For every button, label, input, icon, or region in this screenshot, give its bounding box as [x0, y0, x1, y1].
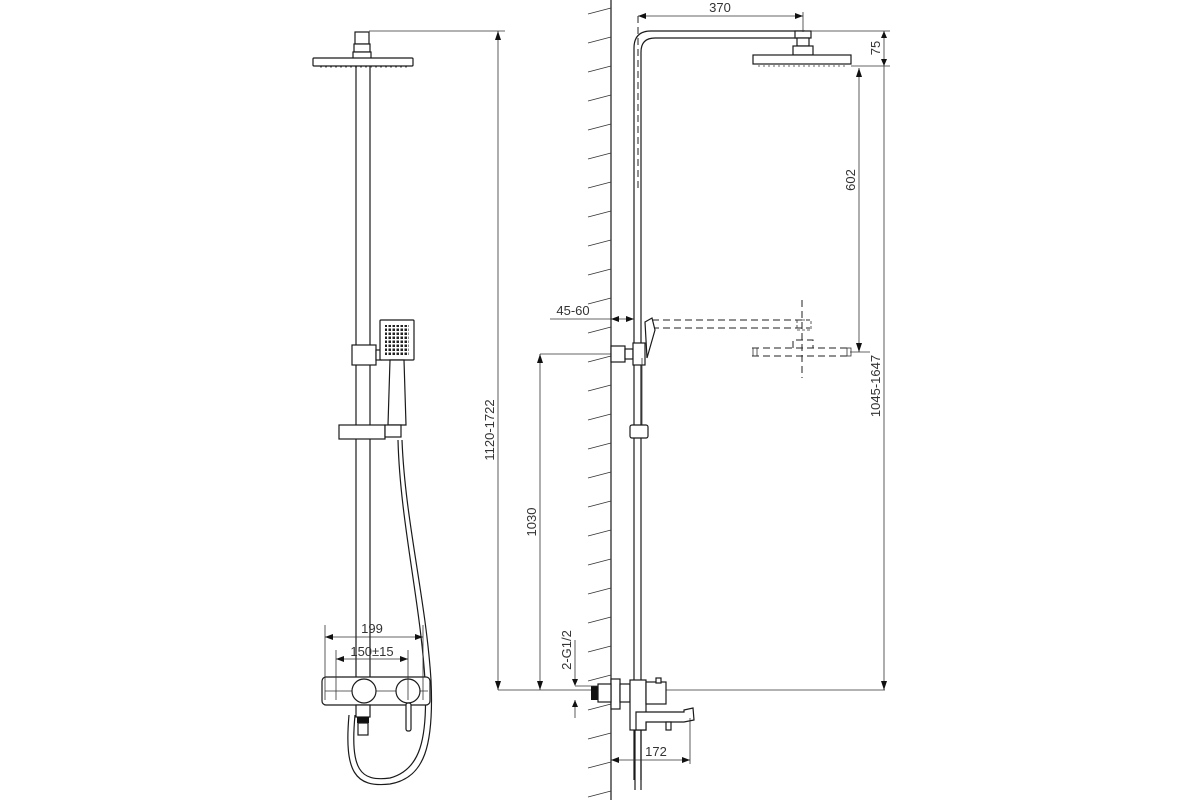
wall-hatch-line	[587, 413, 612, 421]
wall-hatch-line	[587, 442, 612, 450]
dim-bracket-height: 1030	[524, 508, 539, 537]
hand-shower-nozzles	[385, 325, 409, 355]
wall-hatch-line	[587, 529, 612, 537]
hand-shower-handle	[387, 359, 407, 426]
wall-hatch-line	[587, 790, 612, 798]
wall-hatch-line	[587, 645, 612, 653]
wall-hatch-line	[587, 558, 612, 566]
wall-hatch-line	[587, 65, 612, 73]
dim-mixer-width: 199	[361, 621, 383, 636]
wall-hatch-line	[587, 703, 612, 711]
side-rain-head	[752, 54, 852, 65]
dim-wall-clearance: 45-60	[556, 303, 589, 318]
side-hand-shower	[644, 317, 656, 359]
left-knob	[351, 678, 377, 704]
slide-holder	[338, 424, 386, 440]
dim-total-height: 1120-1722	[482, 399, 497, 460]
wall-hatch-line	[587, 500, 612, 508]
wall-hatch-line	[587, 616, 612, 624]
dim-inlet-connection: 2-G1/2	[559, 630, 574, 670]
wall-hatch-line	[587, 326, 612, 334]
front-view: 199 150±15	[312, 30, 505, 786]
head-connector	[353, 43, 371, 53]
dim-inlet-centers: 150±15	[350, 644, 393, 659]
wall-hatch-line	[587, 297, 612, 305]
wall-hatch-line	[587, 181, 612, 189]
wall	[587, 0, 612, 800]
wall-hatch-line	[587, 587, 612, 595]
wall-hatch-line	[587, 7, 612, 15]
wall-hatch-line	[587, 36, 612, 44]
dim-head-thickness: 75	[868, 41, 883, 55]
wall-hatch-line	[587, 94, 612, 102]
wall-hatch-line	[587, 239, 612, 247]
wall-hatch-line	[587, 732, 612, 740]
riser-pipe	[633, 30, 805, 780]
wall-hatch-line	[587, 355, 612, 363]
dim-height-adjust: 602	[843, 169, 858, 191]
wall-flange	[610, 678, 621, 710]
dim-arm-reach: 370	[709, 0, 731, 15]
wall-hatch-line	[587, 152, 612, 160]
wall-hatch-line	[587, 384, 612, 392]
side-view: 370 75 602 1045-1647 45-60	[550, 0, 890, 790]
height-dimensions: 1120-1722 1030	[482, 31, 885, 691]
wall-hatch-line	[587, 268, 612, 276]
dim-spout-projection: 172	[645, 744, 667, 759]
wall-hatch-line	[587, 210, 612, 218]
dim-head-to-mixer: 1045-1647	[868, 355, 883, 417]
shower-hose	[353, 439, 427, 780]
side-slide-holder	[629, 424, 649, 439]
rain-shower-head	[312, 57, 414, 67]
wall-hatch-line	[587, 761, 612, 769]
mixer-lever	[405, 702, 412, 732]
wall-hatch-line	[587, 123, 612, 131]
wall-hatch-line	[587, 471, 612, 479]
wall-hatch-line	[587, 674, 612, 682]
wall-bracket-upper	[351, 344, 377, 366]
